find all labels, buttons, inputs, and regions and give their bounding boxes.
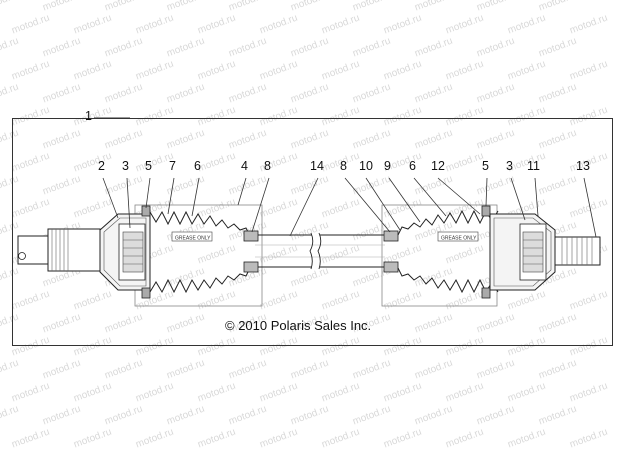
callout-1: 1	[85, 109, 92, 123]
right-boot-label: GREASE ONLY	[441, 236, 477, 242]
callout-13: 13	[576, 159, 590, 173]
callout-6-right: 6	[409, 159, 416, 173]
callout-3-left: 3	[122, 159, 129, 173]
assembly-frame	[12, 118, 613, 346]
callout-5-left: 5	[145, 159, 152, 173]
callout-11: 11	[527, 159, 540, 173]
axle-shaft	[255, 232, 385, 270]
right-cv-housing	[481, 205, 556, 299]
right-boot	[383, 209, 499, 294]
callout-5-right: 5	[482, 159, 489, 173]
right-stub-shaft	[554, 236, 601, 266]
left-cv-housing	[99, 205, 151, 299]
left-boot-label: GREASE ONLY	[175, 236, 211, 242]
left-stub-shaft	[17, 228, 101, 272]
callout-8-right: 8	[340, 159, 347, 173]
callout-14: 14	[310, 159, 324, 173]
left-boot	[149, 210, 259, 294]
left-detail-box	[134, 204, 263, 307]
callout-2: 2	[98, 159, 105, 173]
callout-10: 10	[359, 159, 373, 173]
callout-6-left: 6	[194, 159, 201, 173]
copyright-notice: © 2010 Polaris Sales Inc.	[225, 318, 372, 333]
leader-lines	[102, 177, 597, 238]
callout-3-right: 3	[506, 159, 513, 173]
callout-12: 12	[431, 159, 445, 173]
callout-4: 4	[241, 159, 248, 173]
callout-7: 7	[169, 159, 176, 173]
callout-8-left: 8	[264, 159, 271, 173]
callout-9: 9	[384, 159, 391, 173]
right-detail-box	[381, 204, 498, 307]
